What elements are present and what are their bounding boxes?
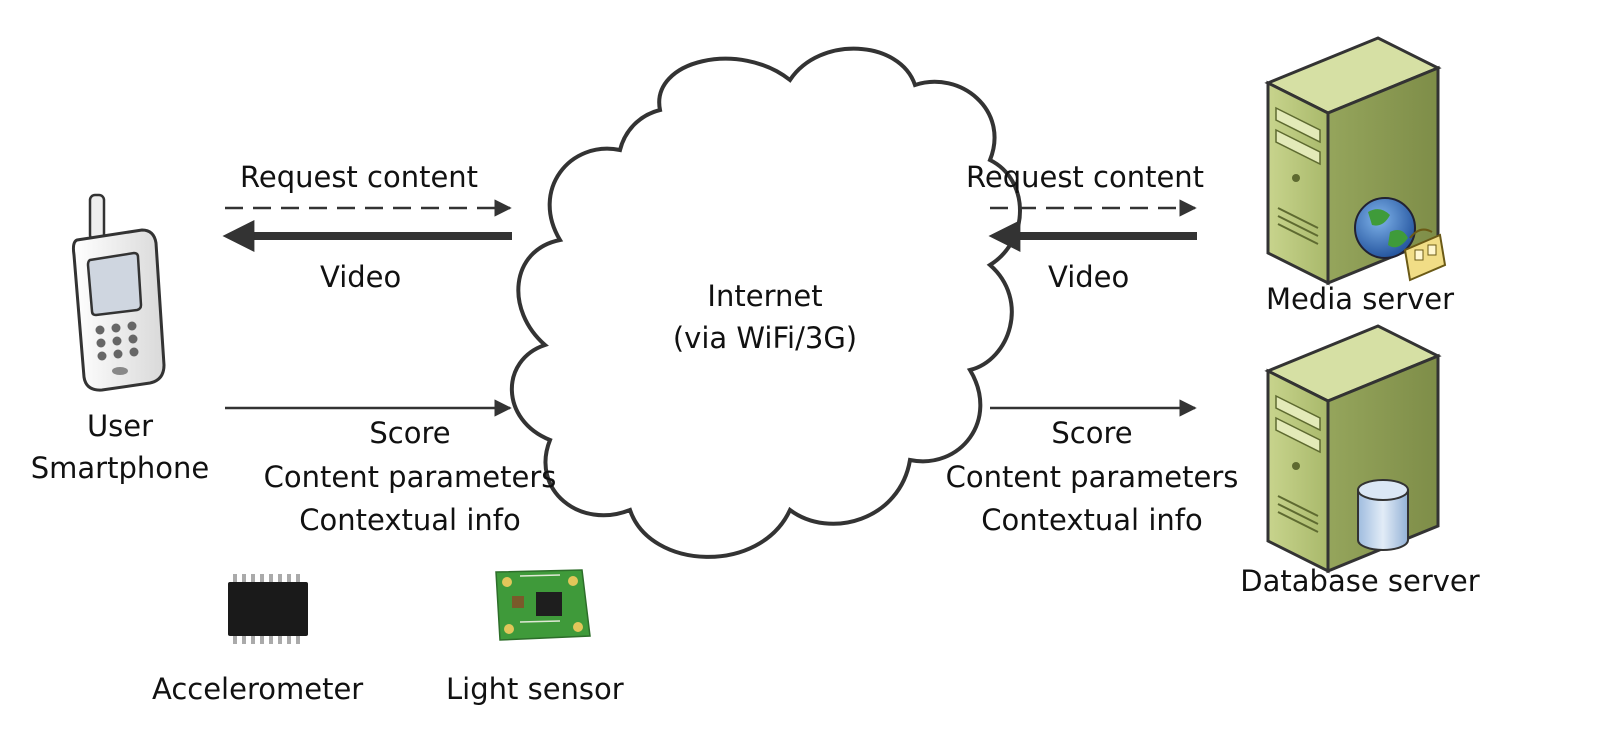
right-video-label: Video bbox=[1048, 260, 1130, 294]
user-smartphone-label: User Smartphone bbox=[20, 405, 220, 489]
database-server-label: Database server bbox=[1240, 564, 1480, 598]
left-score-label: Score bbox=[369, 416, 451, 450]
accelerometer-label: Accelerometer bbox=[152, 672, 364, 706]
right-contextual-info-label: Contextual info bbox=[981, 503, 1203, 537]
smartphone-icon bbox=[71, 193, 166, 392]
light-sensor-label: Light sensor bbox=[446, 672, 624, 706]
left-contextual-info-label: Contextual info bbox=[299, 503, 521, 537]
media-server-label: Media server bbox=[1265, 282, 1455, 316]
internet-label: Internet (via WiFi/3G) bbox=[640, 275, 890, 359]
user-label-line2: Smartphone bbox=[30, 451, 210, 486]
right-request-label: Request content bbox=[966, 160, 1205, 194]
globe-icon bbox=[1354, 197, 1416, 259]
left-content-parameters-label: Content parameters bbox=[263, 459, 557, 494]
database-cylinder-icon bbox=[1357, 479, 1409, 551]
right-upload-labels: Score Content parameters Contextual info bbox=[922, 412, 1262, 543]
right-score-label: Score bbox=[1051, 416, 1133, 450]
left-request-label: Request content bbox=[240, 160, 479, 194]
internet-cloud-icon bbox=[509, 46, 1022, 559]
user-label-line1: User bbox=[86, 409, 154, 443]
accelerometer-chip-icon bbox=[228, 574, 308, 644]
internet-label-line1: Internet bbox=[707, 279, 823, 313]
left-upload-labels: Score Content parameters Contextual info bbox=[240, 412, 580, 543]
database-server-icon bbox=[1264, 324, 1442, 574]
internet-label-line2: (via WiFi/3G) bbox=[672, 321, 858, 356]
right-content-parameters-label: Content parameters bbox=[945, 459, 1239, 494]
film-strip-icon bbox=[1403, 228, 1447, 282]
light-sensor-board-icon bbox=[495, 569, 591, 641]
left-video-label: Video bbox=[320, 260, 402, 294]
